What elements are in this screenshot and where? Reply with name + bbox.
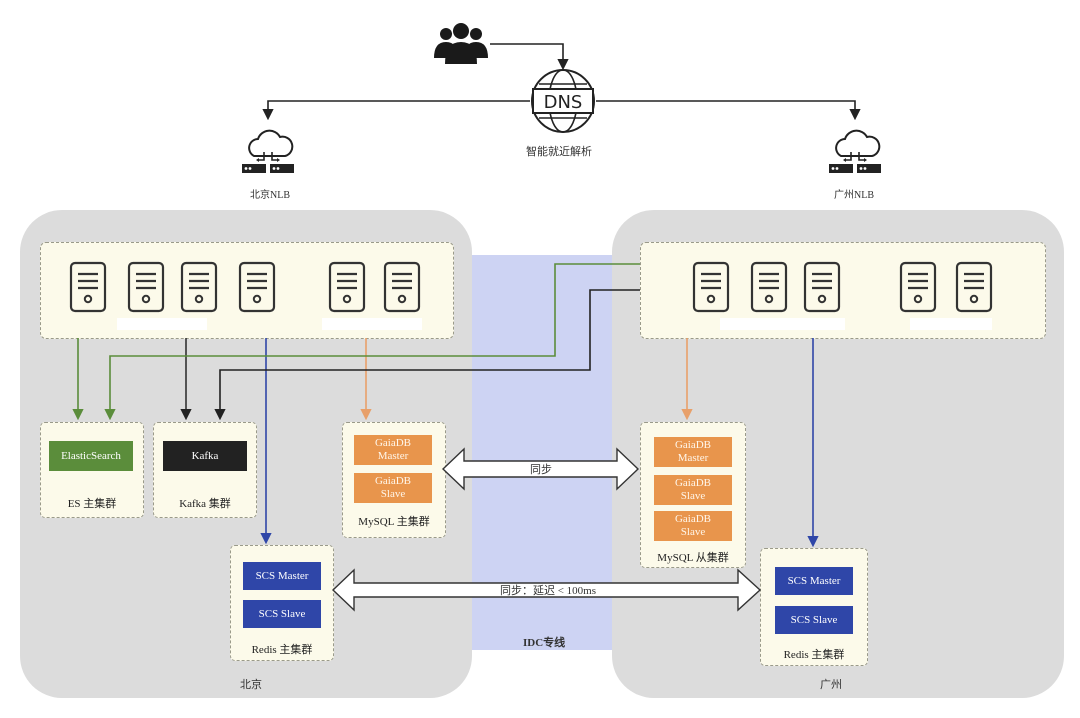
beijing-mysql-cluster-label: MySQL 主集群 <box>358 516 430 528</box>
scs-master-node: SCS Master <box>243 562 321 590</box>
svg-text:DNS: DNS <box>544 92 583 113</box>
users-icon <box>434 23 488 64</box>
kafka-cluster: Kafka Kafka 集群 <box>153 422 257 518</box>
server-icon <box>955 261 993 313</box>
beijing-redis-cluster-label: Redis 主集群 <box>251 644 313 656</box>
beijing-redis-cluster: SCS Master SCS Slave Redis 主集群 <box>230 545 334 661</box>
dns-globe-icon: DNS <box>531 69 595 133</box>
server-icon <box>180 261 218 313</box>
server-icon <box>127 261 165 313</box>
es-cluster-label: ES 主集群 <box>67 498 117 510</box>
redis-sync-arrow: 同步：延迟 < 100ms <box>331 568 762 612</box>
server-icon <box>692 261 730 313</box>
scs-master-node: SCS Master <box>775 567 853 595</box>
es-cluster: ElasticSearch ES 主集群 <box>40 422 144 518</box>
server-icon <box>383 261 421 313</box>
beijing-region-label: 北京 <box>240 679 262 691</box>
server-icon <box>750 261 788 313</box>
redis-sync-label: 同步：延迟 < 100ms <box>500 584 596 597</box>
idc-label: IDC专线 <box>523 637 566 649</box>
guangzhou-redis-cluster: SCS Master SCS Slave Redis 主集群 <box>760 548 868 666</box>
guangzhou-region-label: 广州 <box>820 679 842 691</box>
beijing-nlb-icon <box>241 129 295 174</box>
guangzhou-mysql-cluster-label: MySQL 从集群 <box>657 552 729 564</box>
server-icon <box>328 261 366 313</box>
kafka-node: Kafka <box>163 441 247 471</box>
server-icon <box>238 261 276 313</box>
scs-slave-node: SCS Slave <box>775 606 853 634</box>
server-icon <box>899 261 937 313</box>
scs-slave-node: SCS Slave <box>243 600 321 628</box>
mysql-sync-arrow: 同步 <box>441 447 640 491</box>
guangzhou-server-group-label-bar <box>910 318 992 330</box>
guangzhou-redis-cluster-label: Redis 主集群 <box>783 649 845 661</box>
beijing-server-group-label-bar <box>322 318 422 330</box>
guangzhou-server-group-label-bar <box>720 318 845 330</box>
kafka-cluster-label: Kafka 集群 <box>179 498 231 510</box>
guangzhou-nlb-label: 广州NLB <box>834 190 874 201</box>
mysql-sync-label: 同步 <box>530 463 552 476</box>
dns-caption: 智能就近解析 <box>526 146 592 158</box>
beijing-server-group-label-bar <box>117 318 207 330</box>
server-icon <box>803 261 841 313</box>
elasticsearch-node: ElasticSearch <box>49 441 133 471</box>
beijing-nlb-label: 北京NLB <box>250 190 290 201</box>
server-icon <box>69 261 107 313</box>
guangzhou-nlb-icon <box>828 129 882 174</box>
